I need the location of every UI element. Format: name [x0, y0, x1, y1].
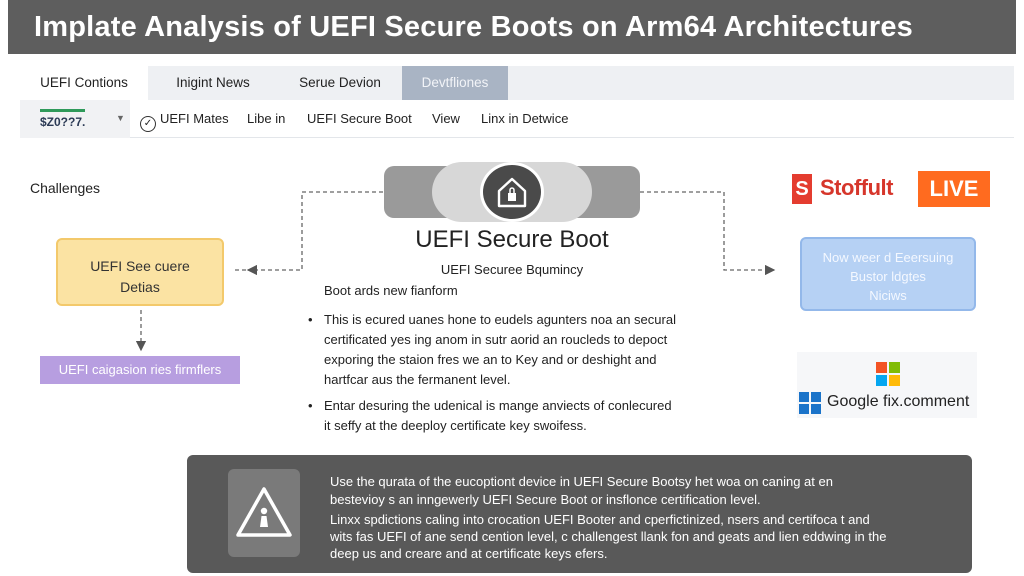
subnav-item-libe-in[interactable]: Libe in — [247, 111, 286, 126]
tab-bar: UEFI Contions Inigint News Serue Devion … — [20, 66, 1014, 100]
node-news: Now weer d Eeersuing Bustor ldgtes Niciw… — [800, 237, 976, 311]
node-firmware-issues: UEFI caigasion ries firmflers — [40, 356, 240, 384]
alert-icon-box — [228, 469, 300, 557]
subnav-item-uefi-mates[interactable]: ✓ UEFI Mates — [140, 111, 229, 132]
connector-right — [640, 191, 776, 276]
bullet-line: it seffy at the deeploy certificate key … — [324, 418, 587, 433]
node-uefi-secure-details: UEFI See cuere Detias — [56, 238, 224, 306]
alert-line: Linxx spdictions caling into crocation U… — [330, 512, 870, 527]
tab-inigint-news[interactable]: Inigint News — [176, 75, 250, 90]
logo-dropdown[interactable]: $Z0??7. ▼ — [20, 100, 130, 138]
tab-uefi-contions[interactable]: UEFI Contions — [20, 66, 148, 100]
alert-line: deep us and creare and at certificate ke… — [330, 546, 608, 561]
sub-navigation: $Z0??7. ▼ ✓ UEFI Mates Libe in UEFI Secur… — [20, 100, 1014, 138]
windows-logo-icon — [799, 392, 821, 414]
subnav-item-linx-in-detwice[interactable]: Linx in Detwice — [481, 111, 569, 126]
bullet-line: certificated yes ing anom in sutr aorid … — [324, 332, 668, 347]
bullet-line: This is ecured uanes hone to eudels agun… — [324, 312, 676, 327]
google-text: Google fix.comment — [827, 393, 970, 410]
alert-panel: Use the qurata of the eucoptiont device … — [187, 455, 972, 573]
tab-serue-devion[interactable]: Serue Devion — [299, 75, 381, 90]
subnav-item-view[interactable]: View — [432, 111, 460, 126]
bullet-marker: • — [308, 398, 313, 413]
diagram-subtitle: UEFI Securee Bqumincy — [440, 262, 584, 277]
bullet-line: hartfcar aus the fermanent level. — [324, 372, 511, 387]
node-line: Detias — [120, 279, 160, 295]
node-line: Bustor ldgtes — [850, 269, 926, 284]
warning-icon — [236, 487, 292, 537]
bullet-item: • This is ecured uanes hone to eudels ag… — [308, 310, 728, 390]
page-title: Implate Analysis of UEFI Secure Boots on… — [8, 0, 1016, 54]
alert-line: Use the qurata of the eucoptiont device … — [330, 474, 833, 489]
node-line: Now weer d Eeersuing — [822, 250, 954, 265]
live-badge: LIVE — [918, 171, 990, 207]
tab-devtfliones[interactable]: Devtfliones — [402, 66, 508, 100]
windows-logo-icon — [876, 362, 900, 386]
bullet-line: Entar desuring the udenical is mange anv… — [324, 398, 672, 413]
subnav-item-label: UEFI Mates — [160, 111, 229, 126]
google-box — [797, 352, 977, 418]
bullet-item: • Entar desuring the udenical is mange a… — [308, 396, 728, 436]
diagram-lead: Boot ards new fianform — [324, 283, 458, 298]
node-line: UEFI See cuere — [90, 258, 190, 274]
brand-mark: S — [792, 174, 812, 204]
brand-logo: S Stoffult LIVE — [792, 170, 992, 210]
brand-name: Stoffult — [820, 175, 893, 200]
bullet-marker: • — [308, 312, 313, 327]
check-circle-icon: ✓ — [140, 116, 156, 132]
logo: $Z0??7. — [40, 109, 86, 129]
house-lock-icon — [480, 162, 544, 222]
node-line: Niciws — [869, 288, 907, 303]
subnav-item-uefi-secure-boot[interactable]: UEFI Secure Boot — [307, 111, 412, 126]
alert-line: wits fas UEFI of ane send cention level,… — [330, 529, 887, 544]
diagram-title: UEFI Secure Boot — [415, 226, 609, 253]
bullet-line: exporing the staion fres we an to Key an… — [324, 352, 657, 367]
connector-left — [246, 191, 383, 276]
challenges-label: Challenges — [30, 180, 101, 196]
chevron-down-icon: ▼ — [116, 113, 125, 123]
alert-line: bestevioy s an inngewerly UEFI Secure Bo… — [330, 492, 761, 507]
